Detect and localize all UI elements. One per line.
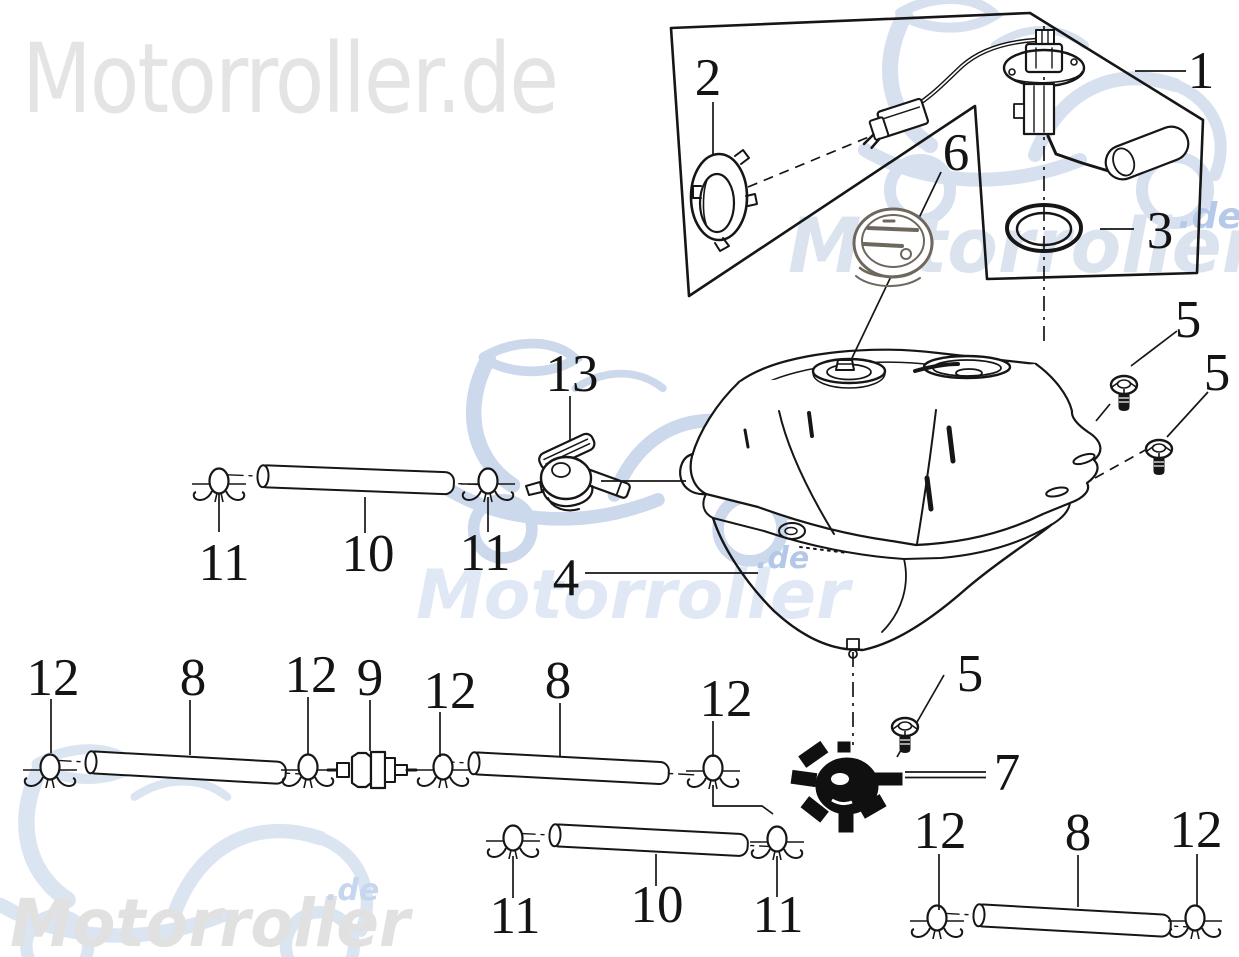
part-label-12: 12 <box>914 802 967 860</box>
watermark-brand: Motorroller <box>416 556 854 635</box>
fuel-pump-assembly <box>862 29 1190 181</box>
lock-ring <box>689 149 758 252</box>
part-label-2: 2 <box>695 49 722 107</box>
hose-clip-12 <box>279 753 337 790</box>
watermark-suffix: .de <box>326 873 379 908</box>
fuel-tank <box>679 348 1102 659</box>
part-label-1: 1 <box>1188 42 1215 100</box>
fuel-tap <box>525 432 631 512</box>
flange-bolt-5 <box>890 716 920 755</box>
flange-bolt-5 <box>1109 374 1139 413</box>
part-label-12: 12 <box>700 670 753 728</box>
hose-clip-12 <box>908 904 966 941</box>
part-label-8: 8 <box>545 652 572 710</box>
fuel-gauge-sender <box>852 207 934 288</box>
part-label-9: 9 <box>357 649 384 707</box>
hose-clip-11 <box>484 824 542 861</box>
fuel-hose-8-right <box>943 902 1202 938</box>
flange-bolt-5 <box>1144 438 1174 477</box>
callout-box <box>669 11 1205 298</box>
part-label-11: 11 <box>459 524 510 582</box>
part-label-12: 12 <box>424 662 477 720</box>
petcock <box>790 740 903 833</box>
part-label-6: 6 <box>943 124 970 182</box>
part-label-5: 5 <box>1204 344 1231 402</box>
fuel-hose-10-upper <box>227 463 485 496</box>
part-label-12: 12 <box>1170 801 1223 859</box>
watermark-text-top-left: Motorroller.de <box>22 23 557 135</box>
hose-clip-12 <box>684 754 742 791</box>
part-label-10: 10 <box>631 876 684 934</box>
part-label-4: 4 <box>553 549 580 607</box>
part-label-5: 5 <box>957 645 984 703</box>
fuel-hose-10-lower <box>519 822 779 857</box>
hose-clip-12 <box>414 753 472 790</box>
seal-ring <box>1005 203 1083 253</box>
watermark-brand: Motorroller <box>10 886 414 957</box>
hose-clip-11 <box>748 825 806 862</box>
part-label-12: 12 <box>285 646 338 704</box>
hose-clip-12 <box>1166 904 1224 941</box>
part-label-8: 8 <box>1065 804 1092 862</box>
part-label-11: 11 <box>489 887 540 945</box>
wire-connector <box>862 97 930 150</box>
fuel-hose-8-middle <box>438 750 700 785</box>
part-label-13: 13 <box>546 345 599 403</box>
part-label-10: 10 <box>342 525 395 583</box>
fuel-hose-8-left <box>55 749 317 785</box>
part-label-8: 8 <box>180 649 207 707</box>
part-label-3: 3 <box>1147 202 1174 260</box>
part-label-5: 5 <box>1175 291 1202 349</box>
part-label-11: 11 <box>198 534 249 592</box>
part-label-12: 12 <box>27 649 80 707</box>
part-label-7: 7 <box>994 744 1021 802</box>
watermark-suffix: .de <box>1178 196 1239 237</box>
part-label-11: 11 <box>752 886 803 944</box>
fuel-filter <box>326 750 418 790</box>
